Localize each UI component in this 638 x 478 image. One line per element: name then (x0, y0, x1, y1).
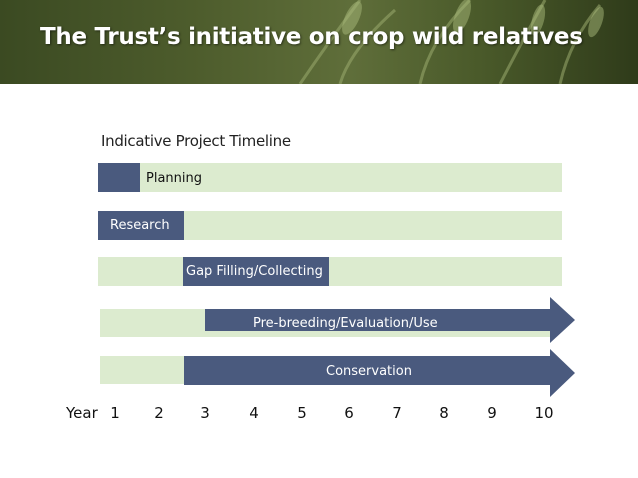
planning-track (98, 163, 562, 192)
wheat-background-image (298, 0, 604, 84)
year-tick: 4 (249, 404, 259, 422)
gap-filling-track (98, 257, 562, 286)
research-label: Research (110, 218, 170, 233)
prebreeding-label: Pre-breeding/Evaluation/Use (253, 316, 438, 331)
planning-label: Planning (146, 171, 202, 186)
title-banner: The Trust’s initiative on crop wild rela… (0, 0, 638, 84)
year-tick: 10 (534, 404, 554, 422)
year-tick: 1 (110, 404, 120, 422)
conservation-arrow (184, 349, 575, 397)
year-axis-label: Year (66, 404, 98, 422)
prebreeding-arrow (205, 297, 575, 343)
slide-title: The Trust’s initiative on crop wild rela… (40, 24, 583, 50)
research-bar: Research (98, 211, 184, 240)
year-tick: 5 (297, 404, 307, 422)
planning-bar (98, 163, 140, 192)
year-axis: Year 1 2 3 4 5 6 7 8 9 10 (0, 404, 638, 428)
year-tick: 7 (392, 404, 402, 422)
gap-filling-label: Gap Filling/Collecting (186, 264, 323, 279)
year-tick: 2 (154, 404, 164, 422)
year-tick: 3 (200, 404, 210, 422)
conservation-label: Conservation (326, 364, 412, 379)
gap-filling-bar: Gap Filling/Collecting (183, 257, 329, 286)
year-tick: 6 (344, 404, 354, 422)
year-tick: 8 (439, 404, 449, 422)
year-tick: 9 (487, 404, 497, 422)
timeline-subtitle: Indicative Project Timeline (101, 132, 291, 150)
